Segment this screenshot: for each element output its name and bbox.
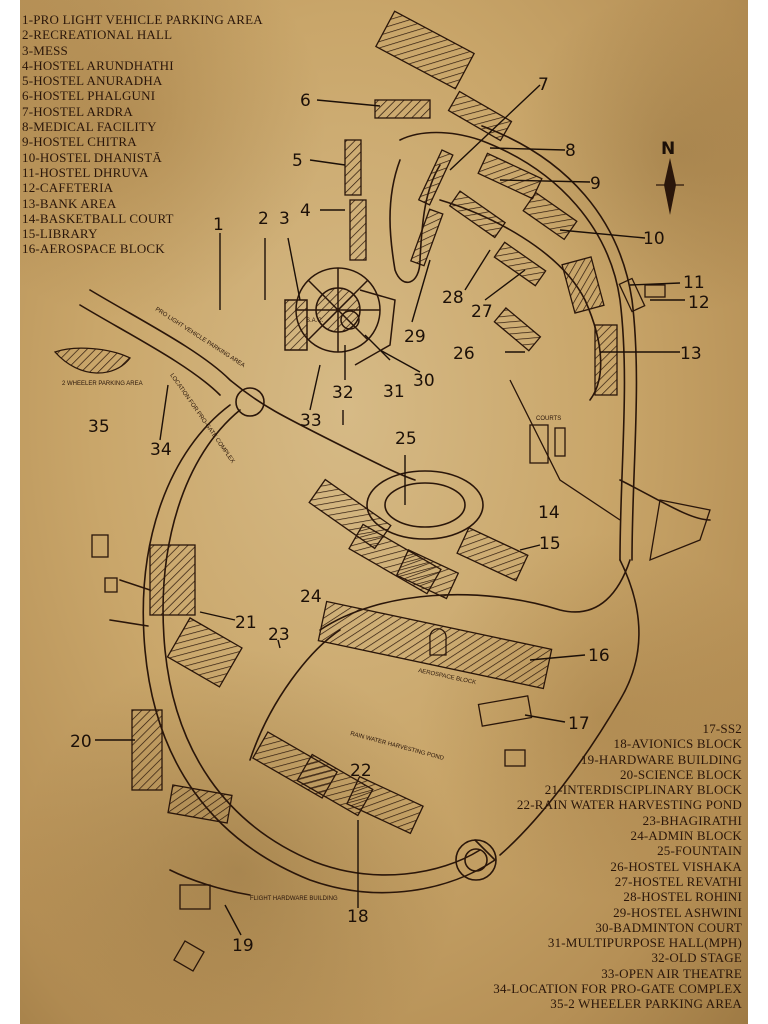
legend-item: 31-MULTIPURPOSE HALL(MPH) (547, 935, 742, 951)
marker-25: 25 (395, 429, 417, 449)
legend-item: 22-RAIN WATER HARVESTING POND (516, 797, 742, 813)
fountain-loop (366, 470, 484, 540)
legend-item: 35-2 WHEELER PARKING AREA (550, 996, 742, 1012)
legend-item: 5-HOSTEL ANURADHA (22, 73, 163, 89)
marker-31: 31 (383, 382, 405, 402)
legend-item: 28-HOSTEL ROHINI (623, 889, 742, 905)
legend-item: 30-BADMINTON COURT (595, 919, 742, 935)
compass: N (656, 139, 684, 215)
marker-17: 17 (568, 714, 590, 734)
marker-30: 30 (413, 371, 435, 391)
roundabout (235, 387, 265, 417)
legend-item: 29-HOSTEL ASHWINI (613, 904, 742, 920)
sac-complex (284, 267, 396, 366)
marker-13: 13 (680, 344, 702, 364)
legend-item: 17-SS2 (702, 721, 742, 736)
map-sheet: N PRO LIGHT VEHICLE PARKING AREA 2 WHEEL… (20, 0, 748, 1024)
marker-24: 24 (300, 587, 322, 607)
legend-item: 7-HOSTEL ARDRA (22, 103, 134, 119)
legend-item: 20-SCIENCE BLOCK (619, 766, 742, 782)
marker-35: 35 (88, 417, 110, 437)
marker-18: 18 (347, 907, 369, 927)
marker-2: 2 (258, 209, 269, 229)
legend-item: 32-OLD STAGE (651, 950, 742, 966)
marker-3: 3 (279, 209, 290, 229)
legend-item: 27-HOSTEL REVATHI (614, 873, 742, 889)
marker-33: 33 (300, 411, 322, 431)
marker-8: 8 (565, 141, 576, 161)
marker-6: 6 (300, 91, 311, 111)
north-label: N (661, 139, 675, 159)
marker-7: 7 (538, 75, 549, 95)
marker-12: 12 (688, 293, 710, 313)
legend-item: 3-MESS (22, 42, 68, 58)
legend-item: 26-HOSTEL VISHAKA (610, 858, 742, 874)
rain-pond-label: RAIN WATER HARVESTING POND (349, 731, 444, 762)
legend-item: 19-HARDWARE BUILDING (580, 751, 742, 767)
legend-item: 25-FOUNTAIN (657, 843, 742, 859)
campus-map: N PRO LIGHT VEHICLE PARKING AREA 2 WHEEL… (53, 10, 711, 972)
legend-item: 34-LOCATION FOR PRO-GATE COMPLEX (493, 981, 742, 997)
marker-19: 19 (232, 936, 254, 956)
legend-item: 23-BHAGIRATHI (642, 812, 742, 828)
legend-item: 9-HOSTEL CHITRA (22, 134, 137, 150)
legend-item: 16-AEROSPACE BLOCK (22, 241, 165, 257)
marker-28: 28 (442, 288, 464, 308)
legend-item: 18-AVIONICS BLOCK (613, 736, 742, 752)
marker-14: 14 (538, 503, 560, 523)
parking-label: PRO LIGHT VEHICLE PARKING AREA (154, 307, 246, 369)
legend-item: 14-BASKETBALL COURT (22, 210, 174, 226)
marker-5: 5 (292, 151, 303, 171)
marker-29: 29 (404, 327, 426, 347)
legend-item: 10-HOSTEL DHANISTĀ (22, 149, 162, 165)
legend-item: 11-HOSTEL DHRUVA (22, 164, 149, 180)
legend-item: 8-MEDICAL FACILITY (22, 119, 157, 135)
courts-label: COURTS (536, 416, 561, 422)
two-wheeler-label: 2 WHEELER PARKING AREA (62, 381, 143, 387)
legend-item: 6-HOSTEL PHALGUNI (22, 88, 156, 104)
markers: 1 2 3 4 5 6 7 8 9 10 11 12 13 14 15 16 1… (70, 75, 710, 956)
marker-4: 4 (300, 201, 311, 221)
marker-15: 15 (539, 534, 561, 554)
marker-27: 27 (471, 302, 493, 322)
marker-10: 10 (643, 229, 665, 249)
sac-label: S.A.C. (306, 318, 324, 324)
marker-9: 9 (590, 174, 601, 194)
marker-32: 32 (332, 383, 354, 403)
marker-1: 1 (213, 215, 224, 235)
marker-34: 34 (150, 440, 172, 460)
marker-23: 23 (268, 625, 290, 645)
marker-20: 20 (70, 732, 92, 752)
legend-item: 4-HOSTEL ARUNDHATHI (22, 57, 174, 73)
hardware-label: FLIGHT HARDWARE BUILDING (250, 896, 338, 902)
legend-item: 12-CAFETERIA (22, 180, 114, 196)
marker-16: 16 (588, 646, 610, 666)
legend-item: 1-PRO LIGHT VEHICLE PARKING AREA (22, 12, 263, 27)
legend-item: 24-ADMIN BLOCK (630, 828, 742, 844)
legend-item: 2-RECREATIONAL HALL (22, 27, 173, 43)
legend-item: 13-BANK AREA (22, 195, 117, 211)
marker-22: 22 (350, 761, 372, 781)
legend-item: 15-LIBRARY (22, 226, 98, 242)
pro-gate-label: LOCATION FOR PRO-GATE COMPLEX (168, 373, 235, 465)
marker-26: 26 (453, 344, 475, 364)
marker-21: 21 (235, 613, 257, 633)
ring-road (142, 404, 640, 894)
legend-item: 33-OPEN AIR THEATRE (601, 965, 742, 981)
legend-item: 21-INTERDISCIPLINARY BLOCK (544, 782, 742, 798)
marker-11: 11 (683, 273, 705, 293)
